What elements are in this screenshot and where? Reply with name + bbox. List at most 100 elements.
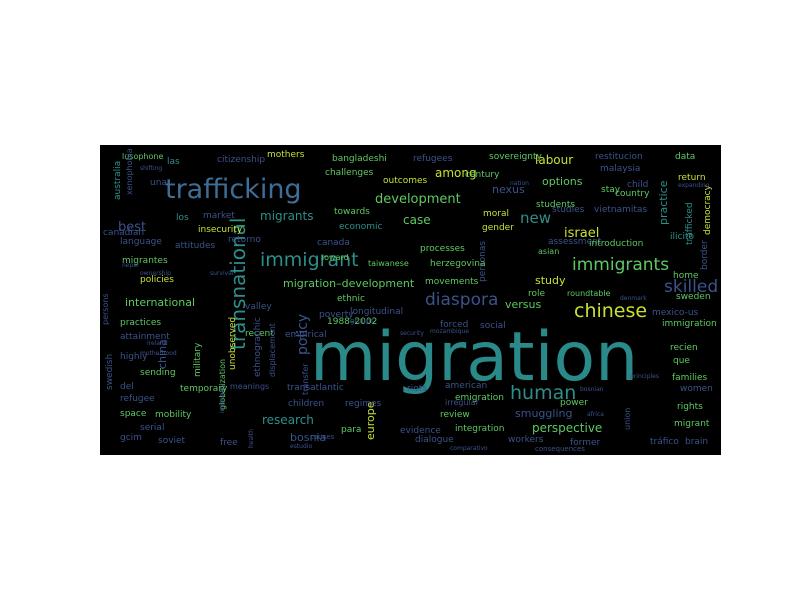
cloud-word: denmark (620, 295, 647, 302)
cloud-word: globalization (218, 359, 227, 410)
cloud-word: market (203, 211, 235, 221)
cloud-word: soviet (158, 436, 186, 446)
cloud-word: former (570, 438, 601, 448)
cloud-word: brain (685, 437, 708, 447)
cloud-word: lusophone (122, 152, 163, 161)
cloud-word: canadian (103, 228, 144, 238)
cloud-word: mexico-us (652, 308, 699, 318)
cloud-word: challenges (325, 168, 374, 178)
cloud-word: emigration (455, 393, 504, 403)
cloud-word: policies (140, 275, 174, 285)
cloud-word: human (510, 382, 576, 404)
cloud-word: insecurity (198, 225, 243, 235)
cloud-word: europe (364, 401, 377, 440)
cloud-word: las (167, 157, 180, 167)
cloud-word: options (542, 175, 583, 188)
cloud-word: chinese (574, 300, 647, 322)
cloud-word: irregular (445, 398, 480, 407)
cloud-word: american (445, 381, 487, 391)
cloud-word: skilled (664, 277, 718, 297)
cloud-word: canada (317, 238, 350, 248)
cloud-word: asian (538, 247, 559, 256)
cloud-word: transnational (226, 218, 250, 350)
cloud-word: herzegovina (430, 259, 485, 269)
cloud-word: studies (552, 205, 585, 215)
cloud-word: immigrant (260, 249, 359, 271)
cloud-word: refugee (120, 394, 155, 404)
cloud-word: ireland (147, 340, 168, 347)
cloud-word: longitudinal (350, 307, 403, 317)
cloud-word: empirical (285, 330, 327, 340)
cloud-word: border (700, 240, 710, 270)
cloud-word: space (120, 409, 147, 419)
cloud-word: roundtable (567, 289, 611, 298)
cloud-word: persons (101, 293, 110, 325)
cloud-word: xenophobia (125, 148, 134, 195)
cloud-word: motherhood (140, 350, 177, 357)
cloud-word: taiwanese (368, 259, 409, 268)
cloud-word: review (440, 410, 470, 420)
cloud-word: malaysia (600, 164, 640, 174)
cloud-word: australia (113, 161, 123, 200)
cloud-word: ownership (140, 270, 171, 277)
cloud-word: nation (510, 180, 529, 187)
cloud-word: una (150, 178, 167, 188)
cloud-word: rights (677, 402, 703, 412)
cloud-word: groups (350, 317, 374, 325)
word-cloud: migration trafficking transnational immigra… (100, 145, 721, 455)
cloud-word: case (403, 213, 431, 227)
cloud-word: migrant (674, 419, 710, 429)
cloud-word: swedish (105, 354, 115, 390)
cloud-word: estudio (290, 443, 312, 450)
cloud-word: integration (455, 424, 504, 434)
cloud-word: best (118, 220, 146, 235)
cloud-word: practices (120, 318, 161, 328)
cloud-word: versus (505, 298, 542, 311)
cloud-word: international (125, 296, 195, 309)
cloud-word: return (678, 173, 706, 183)
cloud-word: causes (310, 433, 335, 441)
cloud-word: africa (587, 411, 604, 418)
cloud-word: regimes (345, 399, 382, 409)
cloud-word: power (560, 398, 588, 408)
cloud-word: trafficked (685, 202, 695, 245)
cloud-word: highly (120, 352, 148, 362)
cloud-word: country (615, 189, 650, 199)
cloud-word: comparativo (450, 445, 488, 452)
cloud-word: processes (420, 244, 465, 254)
cloud-word: families (672, 373, 707, 383)
cloud-word: ethnic (337, 294, 365, 304)
cloud-word: tráfico (650, 437, 679, 447)
cloud-word: bosnian (580, 386, 604, 393)
cloud-word: military (193, 342, 203, 377)
cloud-word: temporary (180, 384, 228, 394)
cloud-word: economic (339, 222, 382, 232)
cloud-word: data (675, 152, 695, 162)
cloud-word: among (435, 166, 477, 180)
cloud-word: study (535, 274, 566, 287)
cloud-word: inequality (219, 383, 226, 413)
cloud-word: que (673, 356, 690, 366)
cloud-word: principles (630, 373, 659, 380)
cloud-word: forced (440, 320, 468, 330)
cloud-word: free (220, 438, 238, 448)
cloud-word: outcomes (383, 176, 427, 186)
cloud-word: mothers (267, 150, 305, 160)
word-cloud-canvas: migration trafficking transnational immigra… (101, 148, 718, 453)
cloud-word: para (341, 425, 361, 435)
cloud-word: personas (478, 241, 488, 282)
cloud-word: consequences (535, 445, 585, 453)
cloud-word: restitucion (595, 152, 643, 162)
cloud-word: movements (425, 277, 479, 287)
cloud-word: recien (670, 343, 698, 353)
cloud-word: citizenship (217, 155, 265, 165)
cloud-word: children (288, 399, 324, 409)
cloud-word: social (480, 321, 506, 331)
cloud-word: new (520, 209, 551, 227)
cloud-word: policy (295, 314, 311, 355)
cloud-word: language (120, 237, 162, 247)
cloud-word: mobility (155, 410, 192, 420)
cloud-word: migration (310, 318, 638, 397)
cloud-word: sovereignty (489, 152, 543, 162)
cloud-word: trafficking (165, 174, 302, 205)
